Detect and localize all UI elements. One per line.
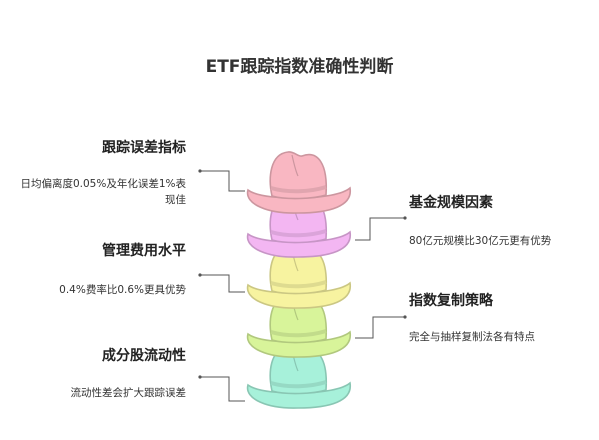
hat-mint <box>246 346 351 409</box>
factor-desc-management-fee: 0.4%费率比0.6%更具优势 <box>59 284 186 296</box>
connector-liquidity <box>200 376 245 402</box>
factor-desc-liquidity: 流动性差会扩大跟踪误差 <box>70 387 187 399</box>
factor-desc-fund-size: 80亿元规模比30亿元更有优势 <box>409 235 552 247</box>
connector-tracking-error <box>200 170 245 192</box>
diagram-title: ETF跟踪指数准确性判断 <box>205 57 394 77</box>
connector-management-fee <box>200 274 245 293</box>
factor-title-replication: 指数复制策略 <box>409 293 493 309</box>
factor-desc-tracking-error: 日均偏离度0.05%及年化误差1%表现佳 <box>20 178 186 206</box>
hat-pink <box>246 151 351 214</box>
factor-title-tracking-error: 跟踪误差指标 <box>102 140 186 156</box>
connector-fund-size <box>355 217 405 241</box>
hat-yellow <box>246 246 351 309</box>
factor-desc-replication: 完全与抽样复制法各有特点 <box>409 331 535 343</box>
factor-title-liquidity: 成分股流动性 <box>102 348 186 364</box>
factor-title-management-fee: 管理费用水平 <box>102 243 186 259</box>
factor-title-fund-size: 基金规模因素 <box>409 195 493 211</box>
connector-replication <box>355 316 405 339</box>
